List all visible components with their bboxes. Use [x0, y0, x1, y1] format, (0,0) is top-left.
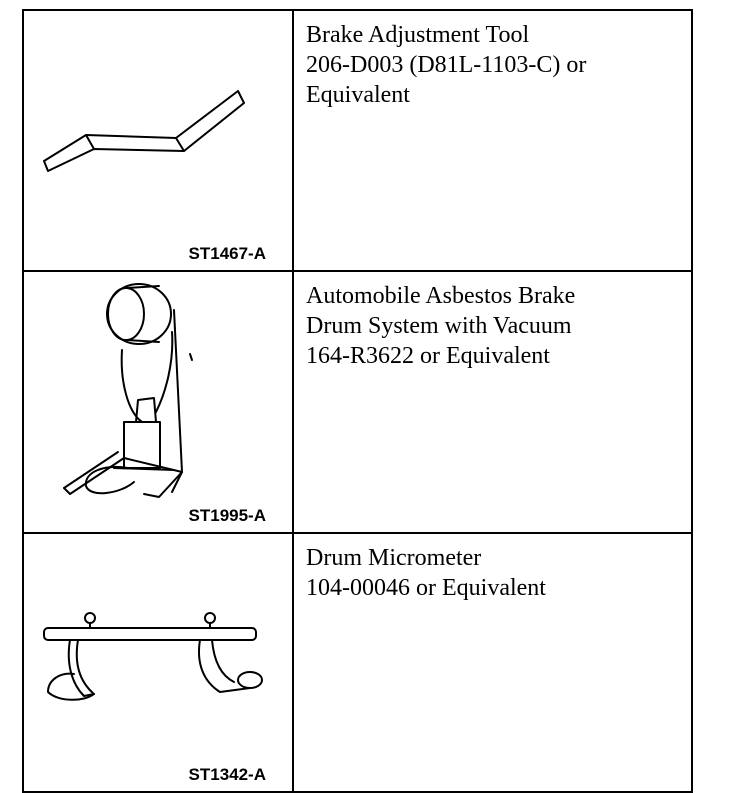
tool-equivalent: Equivalent	[306, 82, 410, 108]
tool-image-cell: ST1467-A	[22, 9, 294, 272]
drum-micrometer-icon	[43, 612, 263, 701]
tool-description-cell: Automobile Asbestos Brake Drum System wi…	[292, 270, 693, 534]
tool-name: Brake Adjustment Tool	[306, 22, 530, 48]
brake-adjustment-tool-icon	[43, 90, 245, 172]
tool-name: Automobile Asbestos Brake	[306, 283, 576, 309]
tool-description-cell: Brake Adjustment Tool 206-D003 (D81L-110…	[292, 9, 693, 272]
tool-part-number: 164-R3622 or Equivalent	[306, 343, 550, 369]
special-tools-table: ST1467-A Brake Adjustment Tool 206-D003 …	[22, 9, 693, 793]
illustration-code: ST1342-A	[188, 765, 266, 784]
tool-part-number: 104-00046 or Equivalent	[306, 575, 546, 601]
tool-image-cell: ST1342-A	[22, 532, 294, 793]
tool-name: Drum Micrometer	[306, 545, 482, 571]
tool-image-cell: ST1995-A	[22, 270, 294, 534]
table-row: ST1467-A Brake Adjustment Tool 206-D003 …	[22, 9, 693, 272]
illustration-code: ST1467-A	[188, 244, 266, 263]
illustration-code: ST1995-A	[188, 506, 266, 525]
tool-part-number: 206-D003 (D81L-1103-C) or	[306, 52, 587, 78]
tool-name-continued: Drum System with Vacuum	[306, 313, 572, 339]
table-row: ST1342-A Drum Micrometer 104-00046 or Eq…	[22, 532, 693, 793]
tool-description-cell: Drum Micrometer 104-00046 or Equivalent	[292, 532, 693, 793]
table-row: ST1995-A Automobile Asbestos Brake Drum …	[22, 270, 693, 534]
asbestos-brake-drum-vacuum-icon	[63, 283, 193, 498]
